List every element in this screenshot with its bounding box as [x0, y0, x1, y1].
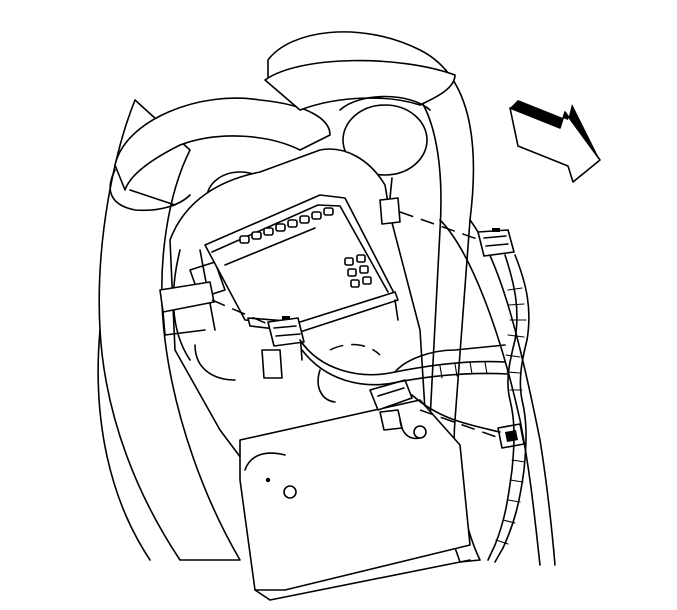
harness-connector-left — [261, 316, 305, 379]
wiring-harness — [299, 254, 530, 563]
module-terminal-grid — [344, 254, 372, 288]
fastener-hole — [283, 485, 297, 499]
harness-connector-upper — [477, 228, 515, 257]
module-connector-pins — [239, 207, 334, 244]
left-bracket — [159, 281, 215, 313]
harness-connector-right-lower — [497, 423, 525, 449]
headrest-tube-right — [342, 104, 428, 176]
harness-connector-lower — [369, 379, 413, 431]
arrow-icon — [509, 100, 601, 183]
upper-right-clip — [379, 177, 401, 225]
alignment-leaders — [211, 211, 506, 441]
